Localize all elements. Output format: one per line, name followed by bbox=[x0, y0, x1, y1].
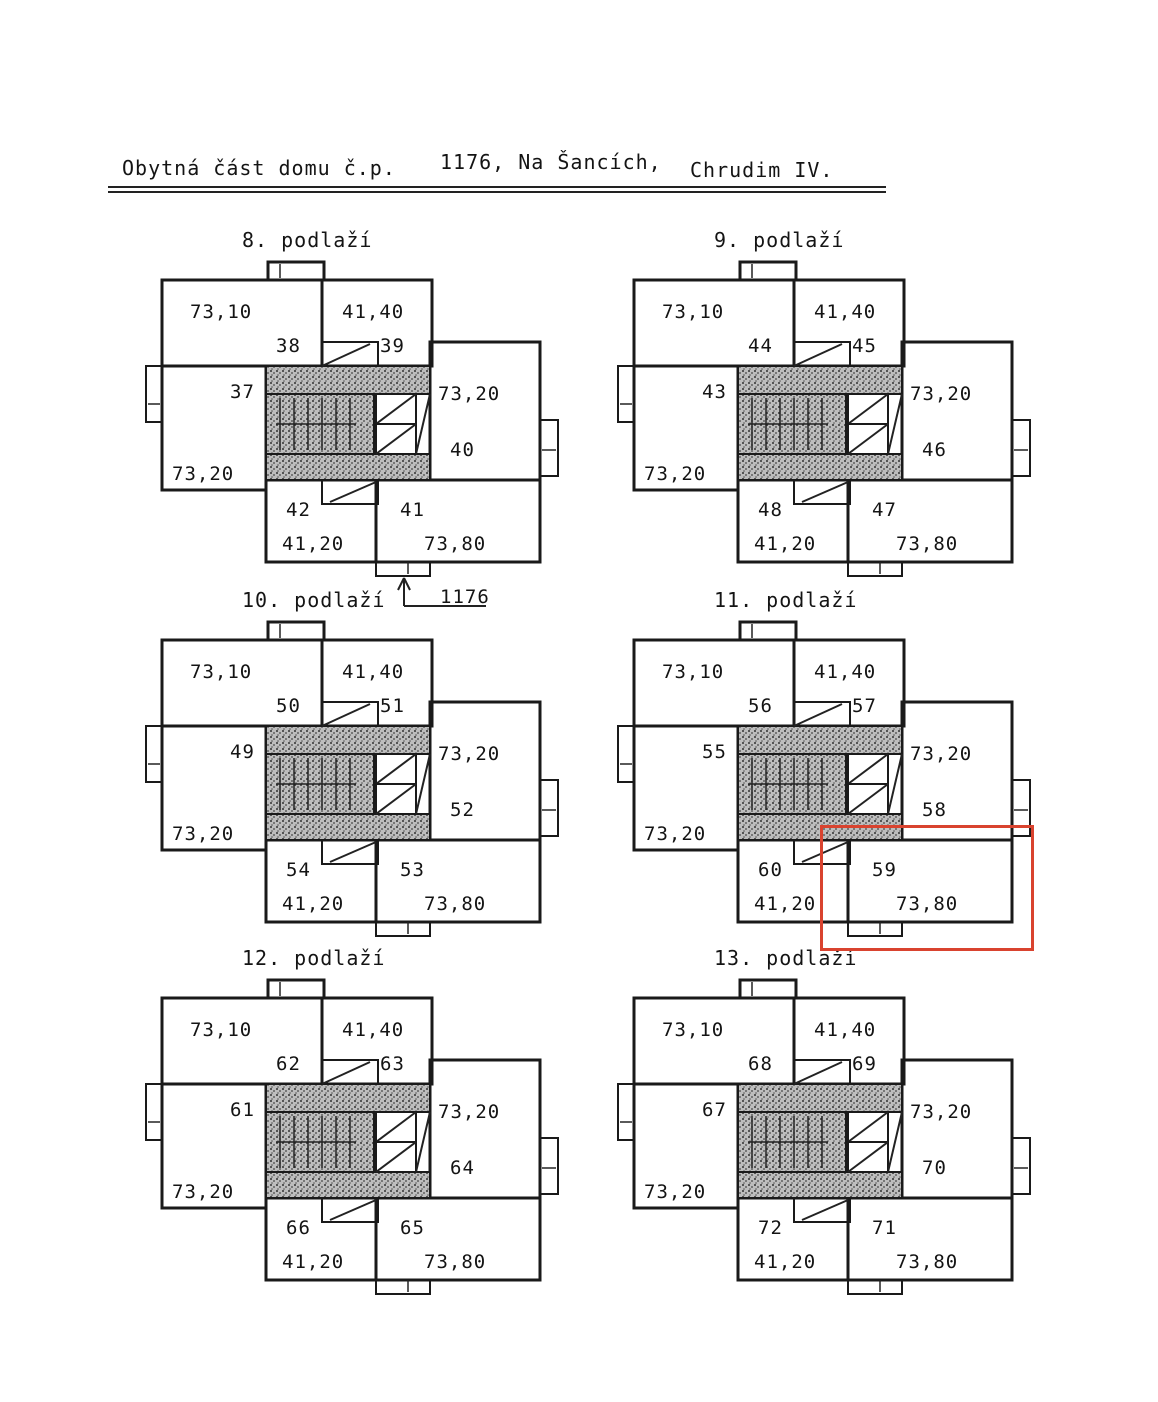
apartment-number-label: 65 bbox=[400, 1217, 425, 1239]
apartment-area-label: 73,20 bbox=[644, 1181, 707, 1203]
floor-title: 8. podlaží bbox=[242, 228, 373, 252]
header-city-text: Chrudim IV. bbox=[690, 158, 834, 182]
header-rule-bottom bbox=[108, 191, 886, 193]
apartment-area-label: 41,40 bbox=[814, 661, 877, 683]
apartment-area-label: 73,20 bbox=[910, 383, 973, 405]
header-left-text: Obytná část domu č.p. bbox=[122, 156, 396, 180]
apartment-number-label: 41 bbox=[400, 499, 425, 521]
apartment-area-label: 73,10 bbox=[662, 661, 725, 683]
floor-plan-4: 11. podlaží 73,10 41,40 73,20 73,20 41,20 73,8… bbox=[580, 588, 1031, 937]
apartment-number-label: 59 bbox=[872, 859, 897, 881]
apartment-number-label: 40 bbox=[450, 439, 475, 461]
apartment-area-label: 73,20 bbox=[172, 463, 235, 485]
apartment-area-label: 73,20 bbox=[172, 823, 235, 845]
apartment-number-label: 69 bbox=[852, 1053, 877, 1075]
apartment-area-label: 41,20 bbox=[282, 1251, 345, 1273]
apartment-number-label: 46 bbox=[922, 439, 947, 461]
floor-plan-1: 8. podlaží 73,10 41,40 73,20 73,20 41,20 73,80… bbox=[108, 228, 559, 577]
apartment-number-label: 50 bbox=[276, 695, 301, 717]
apartment-number-label: 44 bbox=[748, 335, 773, 357]
apartment-number-label: 70 bbox=[922, 1157, 947, 1179]
floor-plan-drawing bbox=[145, 978, 559, 1295]
apartment-number-label: 49 bbox=[230, 741, 255, 763]
apartment-area-label: 73,20 bbox=[438, 383, 501, 405]
apartment-number-label: 38 bbox=[276, 335, 301, 357]
floor-title: 10. podlaží bbox=[242, 588, 386, 612]
apartment-area-label: 73,20 bbox=[910, 1101, 973, 1123]
apartment-area-label: 73,20 bbox=[438, 743, 501, 765]
apartment-number-label: 45 bbox=[852, 335, 877, 357]
apartment-number-label: 64 bbox=[450, 1157, 475, 1179]
header-address-text: 1176, Na Šancích, bbox=[440, 150, 662, 174]
apartment-area-label: 41,40 bbox=[814, 1019, 877, 1041]
apartment-number-label: 47 bbox=[872, 499, 897, 521]
apartment-area-label: 73,10 bbox=[190, 1019, 253, 1041]
apartment-area-label: 41,40 bbox=[342, 661, 405, 683]
apartment-number-label: 54 bbox=[286, 859, 311, 881]
apartment-area-label: 41,40 bbox=[814, 301, 877, 323]
apartment-area-label: 73,80 bbox=[896, 533, 959, 555]
header-rule-top bbox=[108, 186, 886, 188]
apartment-area-label: 41,40 bbox=[342, 1019, 405, 1041]
floor-plan-drawing bbox=[145, 620, 559, 937]
apartment-number-label: 56 bbox=[748, 695, 773, 717]
apartment-number-label: 58 bbox=[922, 799, 947, 821]
apartment-area-label: 41,20 bbox=[754, 1251, 817, 1273]
apartment-number-label: 61 bbox=[230, 1099, 255, 1121]
apartment-number-label: 55 bbox=[702, 741, 727, 763]
apartment-area-label: 73,80 bbox=[424, 893, 487, 915]
apartment-area-label: 73,20 bbox=[910, 743, 973, 765]
apartment-area-label: 73,10 bbox=[662, 1019, 725, 1041]
apartment-number-label: 39 bbox=[380, 335, 405, 357]
apartment-number-label: 51 bbox=[380, 695, 405, 717]
apartment-number-label: 62 bbox=[276, 1053, 301, 1075]
floor-title: 11. podlaží bbox=[714, 588, 858, 612]
floor-plan-3: 10. podlaží 73,10 41,40 73,20 73,20 41,20 73,8… bbox=[108, 588, 559, 937]
floor-plan-2: 9. podlaží 73,10 41,40 73,20 73,20 41,20 73,80… bbox=[580, 228, 1031, 577]
apartment-area-label: 41,20 bbox=[282, 533, 345, 555]
apartment-area-label: 73,10 bbox=[662, 301, 725, 323]
apartment-area-label: 73,10 bbox=[190, 661, 253, 683]
highlight-box-unit-59 bbox=[820, 825, 1034, 951]
floor-plan-drawing bbox=[617, 978, 1031, 1295]
apartment-area-label: 73,20 bbox=[172, 1181, 235, 1203]
apartment-number-label: 57 bbox=[852, 695, 877, 717]
apartment-number-label: 68 bbox=[748, 1053, 773, 1075]
apartment-area-label: 73,80 bbox=[896, 1251, 959, 1273]
apartment-area-label: 73,20 bbox=[644, 823, 707, 845]
apartment-area-label: 73,20 bbox=[644, 463, 707, 485]
apartment-number-label: 71 bbox=[872, 1217, 897, 1239]
document-header: Obytná část domu č.p. 1176, Na Šancích, … bbox=[122, 150, 882, 184]
apartment-number-label: 63 bbox=[380, 1053, 405, 1075]
apartment-area-label: 73,10 bbox=[190, 301, 253, 323]
apartment-area-label: 41,20 bbox=[282, 893, 345, 915]
apartment-area-label: 41,20 bbox=[754, 893, 817, 915]
apartment-area-label: 73,80 bbox=[896, 893, 959, 915]
apartment-area-label: 73,20 bbox=[438, 1101, 501, 1123]
apartment-number-label: 72 bbox=[758, 1217, 783, 1239]
apartment-number-label: 53 bbox=[400, 859, 425, 881]
apartment-number-label: 67 bbox=[702, 1099, 727, 1121]
apartment-number-label: 60 bbox=[758, 859, 783, 881]
apartment-area-label: 73,80 bbox=[424, 1251, 487, 1273]
apartment-number-label: 42 bbox=[286, 499, 311, 521]
apartment-area-label: 41,20 bbox=[754, 533, 817, 555]
apartment-number-label: 37 bbox=[230, 381, 255, 403]
apartment-area-label: 41,40 bbox=[342, 301, 405, 323]
apartment-number-label: 43 bbox=[702, 381, 727, 403]
floor-title: 9. podlaží bbox=[714, 228, 845, 252]
floor-plan-drawing bbox=[617, 260, 1031, 577]
entry-label: 1176 bbox=[440, 586, 490, 608]
apartment-number-label: 52 bbox=[450, 799, 475, 821]
apartment-area-label: 73,80 bbox=[424, 533, 487, 555]
floor-plan-5: 12. podlaží 73,10 41,40 73,20 73,20 41,20 73,8… bbox=[108, 946, 559, 1295]
floor-plan-drawing bbox=[145, 260, 559, 577]
apartment-number-label: 66 bbox=[286, 1217, 311, 1239]
floor-title: 12. podlaží bbox=[242, 946, 386, 970]
apartment-number-label: 48 bbox=[758, 499, 783, 521]
